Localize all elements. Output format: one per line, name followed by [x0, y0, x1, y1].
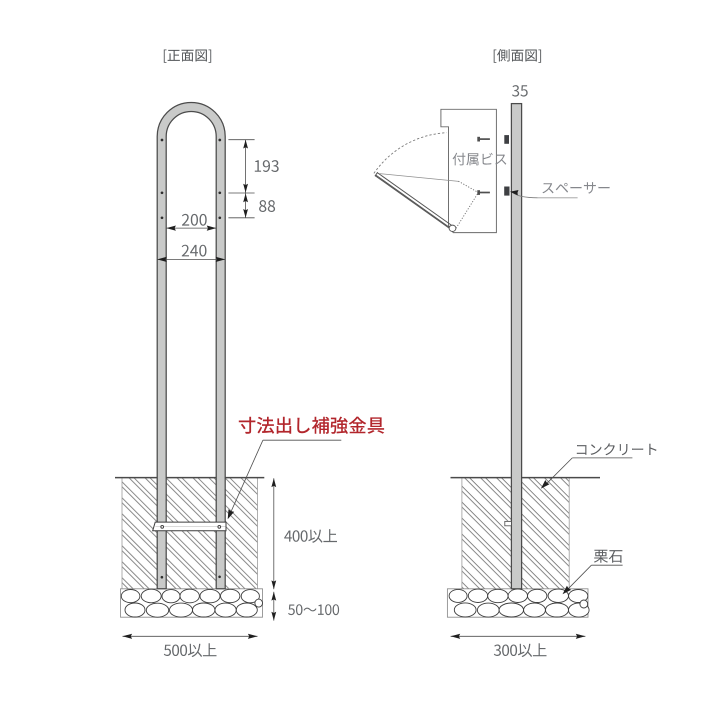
dim-300-text	[493, 643, 547, 658]
dim-400-text	[284, 529, 337, 543]
screw-top	[477, 136, 490, 142]
dim-200	[166, 225, 217, 231]
dim-300	[450, 633, 586, 639]
front-view	[115, 101, 342, 639]
dim-50100-text	[288, 604, 340, 616]
dim-500	[122, 633, 258, 639]
side-post	[510, 102, 523, 590]
side-annotations	[450, 190, 633, 639]
reinforcement-bracket	[152, 521, 227, 532]
concrete-leader	[540, 457, 633, 489]
concrete-label-text	[576, 443, 657, 456]
u-post	[156, 101, 226, 590]
door-pivot	[448, 224, 457, 232]
front-concrete-hatch	[122, 477, 258, 589]
dim-500-text	[163, 643, 217, 658]
dim-400-50100	[271, 478, 277, 621]
front-title	[163, 49, 212, 63]
front-dimensions	[122, 139, 342, 639]
screw-label-text	[452, 152, 507, 166]
dim-240	[157, 256, 226, 262]
spacer-label-text	[542, 182, 610, 194]
mailbox-body	[440, 108, 497, 234]
side-title	[493, 49, 542, 63]
side-bracket-tab	[504, 520, 512, 527]
dim-88-text	[259, 200, 276, 212]
side-view	[373, 102, 633, 639]
text-layer	[163, 49, 657, 658]
spacer-top	[504, 135, 509, 144]
gravel-leader	[562, 564, 623, 595]
mailbox-arc	[373, 132, 447, 174]
u-post-holes	[160, 138, 222, 579]
door-sight-line	[379, 173, 459, 182]
bracket-leader	[227, 439, 342, 520]
dim-193-88	[228, 139, 255, 219]
dim-240-text	[181, 244, 207, 257]
spacer-leader	[509, 190, 578, 199]
bracket-label-text	[238, 416, 385, 434]
door-dotted-lines	[454, 180, 478, 230]
mailbox-door	[374, 171, 454, 231]
mailbox	[373, 108, 510, 234]
screw-bottom	[477, 190, 490, 195]
front-foundation	[115, 476, 265, 618]
dim-193-text	[254, 160, 279, 172]
dim-200-text	[181, 213, 207, 226]
spacer-bottom	[504, 186, 510, 196]
dim-35-text	[512, 85, 528, 97]
gravel-label-text	[593, 549, 623, 563]
